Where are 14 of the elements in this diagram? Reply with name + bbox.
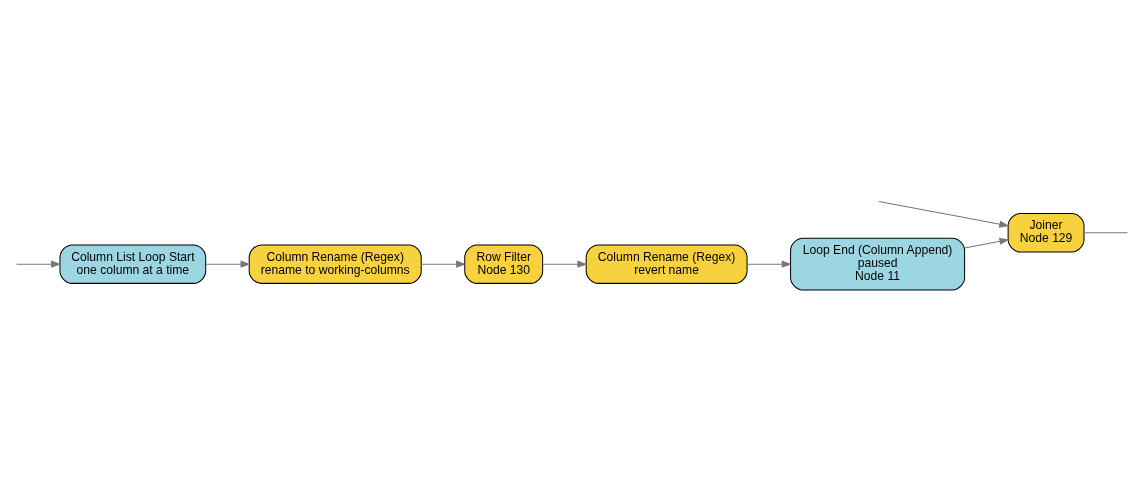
node-box: Column List Loop Start one column at a time [59,243,207,284]
node-box: Row Filter Node 130 [464,243,544,284]
node-box: Column Rename (Regex) rename to working-columns [248,243,422,284]
arrow [205,260,251,268]
arrow [746,260,792,268]
arrow [420,260,467,268]
node-box: Loop End (Column Append) paused Node 11 [790,237,966,290]
arrow [16,260,62,268]
node-box: Joiner Node 129 [1007,212,1085,252]
arrow [542,260,588,268]
arrow [878,200,1010,228]
arrow [964,237,1010,248]
node-box: Column Rename (Regex) revert name [585,243,748,284]
connector [1083,231,1128,233]
